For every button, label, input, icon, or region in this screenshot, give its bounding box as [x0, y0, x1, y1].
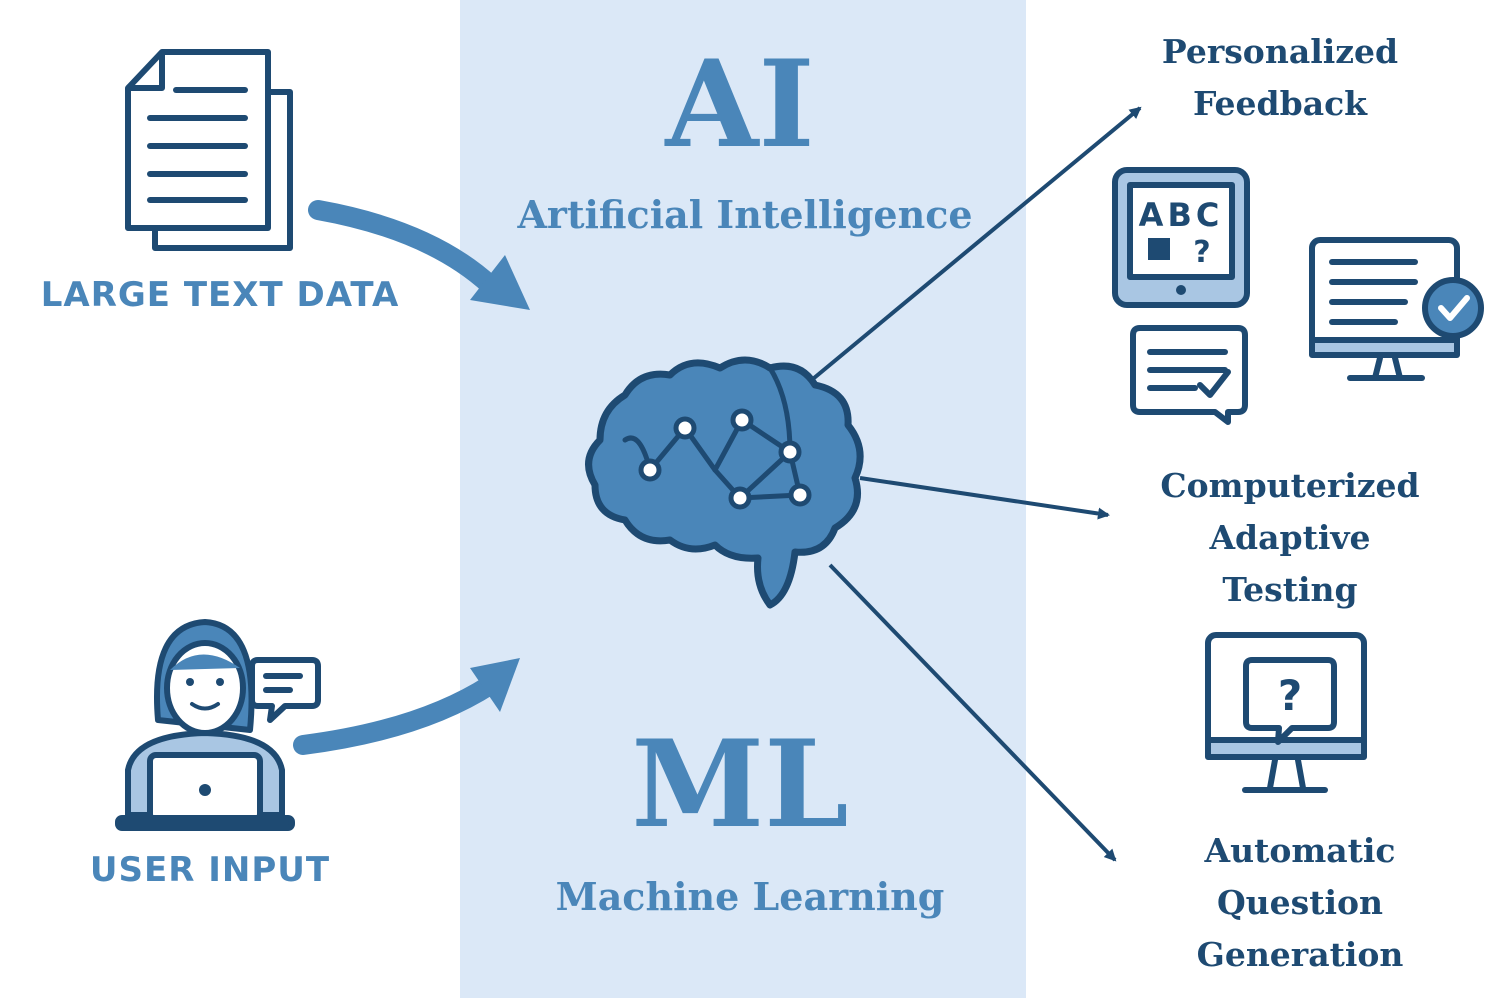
- output-label-aqg: Automatic Question Generation: [1140, 825, 1460, 981]
- user-laptop-icon: [115, 619, 321, 831]
- monitor-question-icon: ?: [1205, 632, 1367, 793]
- chat-checklist-icon: [1130, 325, 1248, 425]
- tablet-abc-icon: ABC ?: [1112, 167, 1250, 308]
- output-label-feedback: Personalized Feedback: [1120, 26, 1440, 130]
- output-cat-line-3: Testing: [1222, 570, 1358, 609]
- ml-abbreviation: ML: [631, 714, 849, 855]
- input-label-text-data: LARGE TEXT DATA: [40, 275, 400, 315]
- output-feedback-line-2: Feedback: [1192, 84, 1368, 123]
- ai-abbreviation: AI: [665, 34, 815, 175]
- output-label-cat: Computerized Adaptive Testing: [1110, 460, 1470, 616]
- output-feedback-line-1: Personalized: [1161, 32, 1399, 71]
- ai-full-name: Artificial Intelligence: [517, 192, 973, 237]
- arrow-to-cat: [859, 476, 1110, 520]
- monitor-question-mark: ?: [1278, 671, 1302, 720]
- brain-network-icon: [585, 356, 864, 609]
- output-aqg-line-1: Automatic: [1204, 831, 1396, 870]
- tablet-question-mark: ?: [1193, 235, 1210, 270]
- output-cat-line-1: Computerized: [1160, 466, 1420, 505]
- output-cat-line-2: Adaptive: [1209, 518, 1371, 557]
- input-arrow-text: [308, 200, 530, 310]
- output-aqg-line-3: Generation: [1196, 935, 1404, 974]
- input-label-user: USER INPUT: [89, 850, 331, 890]
- monitor-check-icon: [1309, 237, 1484, 381]
- tablet-letters: ABC: [1139, 196, 1224, 234]
- output-aqg-line-2: Question: [1216, 883, 1384, 922]
- document-stack-icon: [125, 49, 293, 251]
- input-arrow-user: [293, 658, 520, 755]
- arrow-to-feedback: [806, 106, 1142, 385]
- ml-full-name: Machine Learning: [555, 874, 945, 919]
- arrow-to-aqg: [828, 563, 1117, 862]
